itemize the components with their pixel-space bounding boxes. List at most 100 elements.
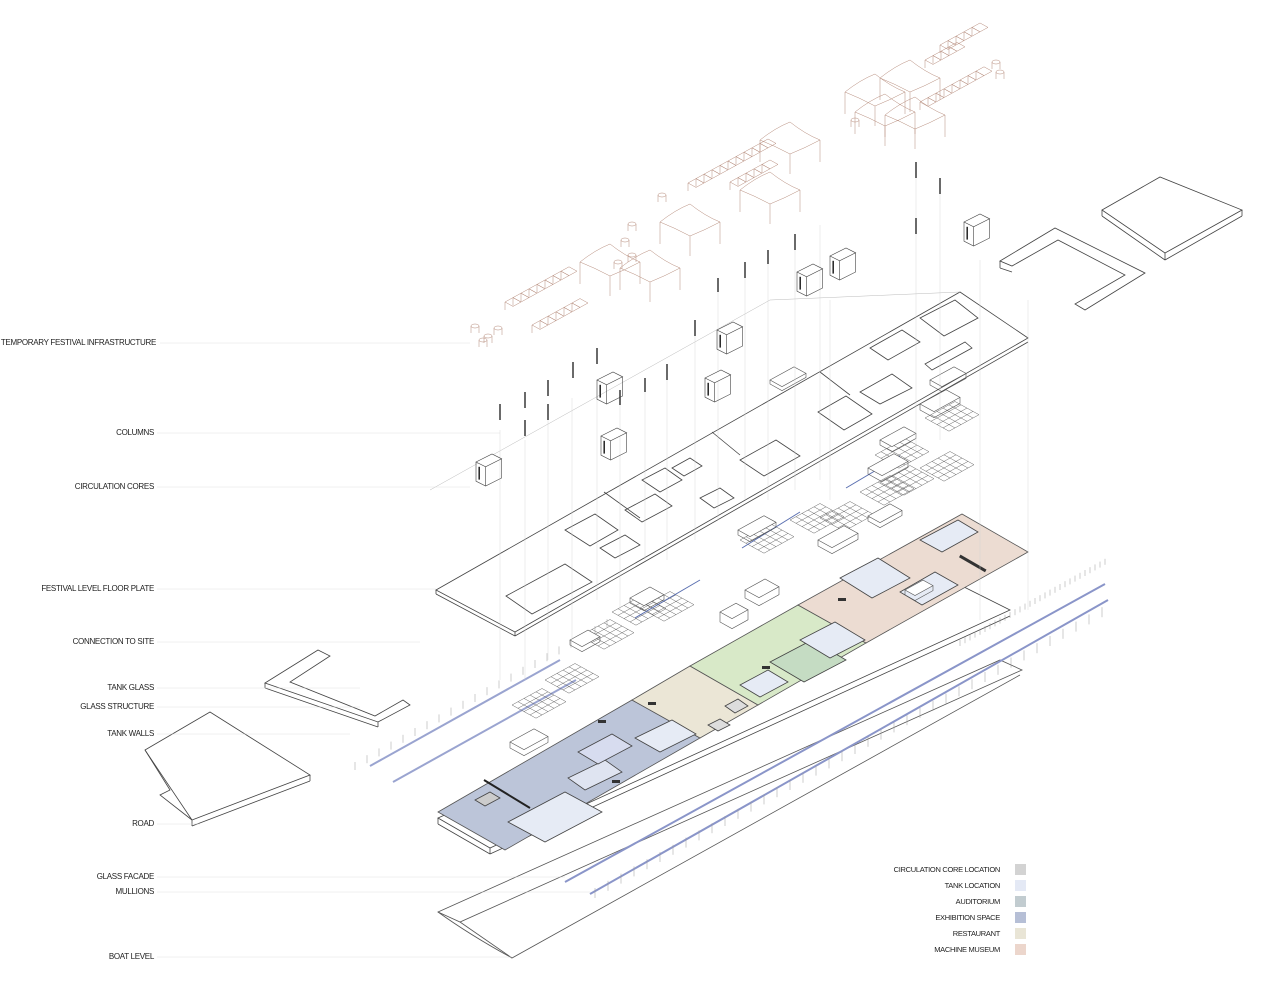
legend-item-circulation-core: CIRCULATION CORE LOCATION xyxy=(826,864,1026,876)
core-box xyxy=(600,427,628,461)
grid-line xyxy=(603,632,635,650)
module-box xyxy=(867,503,903,528)
grid-line xyxy=(897,475,929,493)
core-box xyxy=(704,369,732,403)
module-side xyxy=(867,510,903,528)
module-top xyxy=(879,426,917,447)
legend-item-machine-museum: MACHINE MUSEUM xyxy=(826,944,1026,956)
mullions xyxy=(594,607,1103,898)
tent-canopy xyxy=(879,59,941,112)
module-box xyxy=(569,629,601,652)
module-top xyxy=(719,602,749,619)
grid-line xyxy=(763,536,795,554)
grid-line xyxy=(919,451,951,469)
columns xyxy=(499,162,941,436)
core-top xyxy=(596,371,624,386)
legend-label: AUDITORIUM xyxy=(955,897,1001,906)
grid-line xyxy=(931,457,963,475)
barrel xyxy=(991,59,1001,69)
module-side xyxy=(629,594,665,612)
grid-line xyxy=(523,694,555,712)
legend-label: CIRCULATION CORE LOCATION xyxy=(893,865,1001,874)
connection-shape-left xyxy=(264,649,411,728)
grid-line xyxy=(789,503,821,521)
label-temporary-festival-infrastructure: TEMPORARY FESTIVAL INFRASTRUCTURE xyxy=(0,338,156,347)
core-top xyxy=(796,263,824,278)
legend-swatch xyxy=(1015,880,1026,891)
grid-line xyxy=(517,691,549,709)
market-stalls xyxy=(531,298,589,333)
grid-line xyxy=(556,669,588,687)
grid-line xyxy=(651,597,683,615)
canopy-outline xyxy=(879,59,941,93)
legend-swatch xyxy=(1015,944,1026,955)
grid-line xyxy=(511,688,543,706)
core-marks xyxy=(483,554,987,809)
legend-label: RESTAURANT xyxy=(952,929,1001,938)
tent-canopy xyxy=(844,73,906,126)
module-top xyxy=(629,586,665,607)
stall xyxy=(571,298,589,308)
guide-lines xyxy=(499,170,1029,680)
barrel xyxy=(613,259,623,269)
canopy-outline xyxy=(759,121,821,155)
barrel xyxy=(493,325,503,335)
grid-line xyxy=(550,666,582,684)
label-circulation-cores: CIRCULATION CORES xyxy=(74,482,155,491)
legend-item-tank-location: TANK LOCATION xyxy=(826,880,1026,892)
grid-lattice xyxy=(879,465,935,496)
barrel xyxy=(478,337,488,347)
module-side xyxy=(509,736,549,757)
grid-line xyxy=(795,506,827,524)
grid-line xyxy=(943,464,975,482)
barrel-top xyxy=(657,192,667,198)
barrel xyxy=(657,192,667,202)
grid-line xyxy=(903,478,935,496)
module-top xyxy=(817,525,859,549)
barrel xyxy=(627,221,637,231)
stall xyxy=(975,66,993,76)
grid-line xyxy=(885,468,917,486)
grid-line xyxy=(635,608,667,626)
barrel-top xyxy=(627,252,637,258)
stall xyxy=(948,42,966,52)
core-top xyxy=(829,247,857,262)
barrel xyxy=(995,69,1005,79)
label-glass-facade: GLASS FACADE xyxy=(96,872,155,881)
grid-line xyxy=(629,605,661,623)
label-leaders xyxy=(157,342,590,958)
label-boat-level: BOAT LEVEL xyxy=(108,952,154,961)
grid-line xyxy=(535,701,567,719)
glass-structure xyxy=(511,401,980,719)
label-mullions: MULLIONS xyxy=(115,887,155,896)
barrel-top xyxy=(995,69,1005,75)
legend-item-restaurant: RESTAURANT xyxy=(826,928,1026,940)
legend-swatch xyxy=(1015,912,1026,923)
canopy-outline xyxy=(739,171,801,205)
canopy-outline xyxy=(619,249,681,283)
barrel-top xyxy=(991,59,1001,65)
barrel-top xyxy=(627,221,637,227)
module-side xyxy=(719,609,749,629)
road-shape-right xyxy=(1101,176,1243,261)
module-top xyxy=(744,578,780,599)
grid-line xyxy=(942,411,974,429)
module-box xyxy=(509,728,549,757)
grid-line xyxy=(562,673,594,691)
core-top xyxy=(963,213,991,228)
grid-lattice xyxy=(511,688,567,719)
grid-lattice xyxy=(859,475,915,506)
core-box xyxy=(829,247,857,281)
grid-lattice xyxy=(544,663,600,694)
grid-line xyxy=(544,663,576,681)
grid-line xyxy=(751,529,783,547)
module-side xyxy=(919,397,961,419)
grid-line xyxy=(757,533,789,551)
grid-line xyxy=(807,513,839,531)
module-side xyxy=(867,461,909,483)
grid-line xyxy=(568,676,600,694)
stall xyxy=(971,22,989,33)
market-stalls xyxy=(919,66,993,110)
legend-label: TANK LOCATION xyxy=(944,881,1001,890)
barrel xyxy=(483,333,493,343)
